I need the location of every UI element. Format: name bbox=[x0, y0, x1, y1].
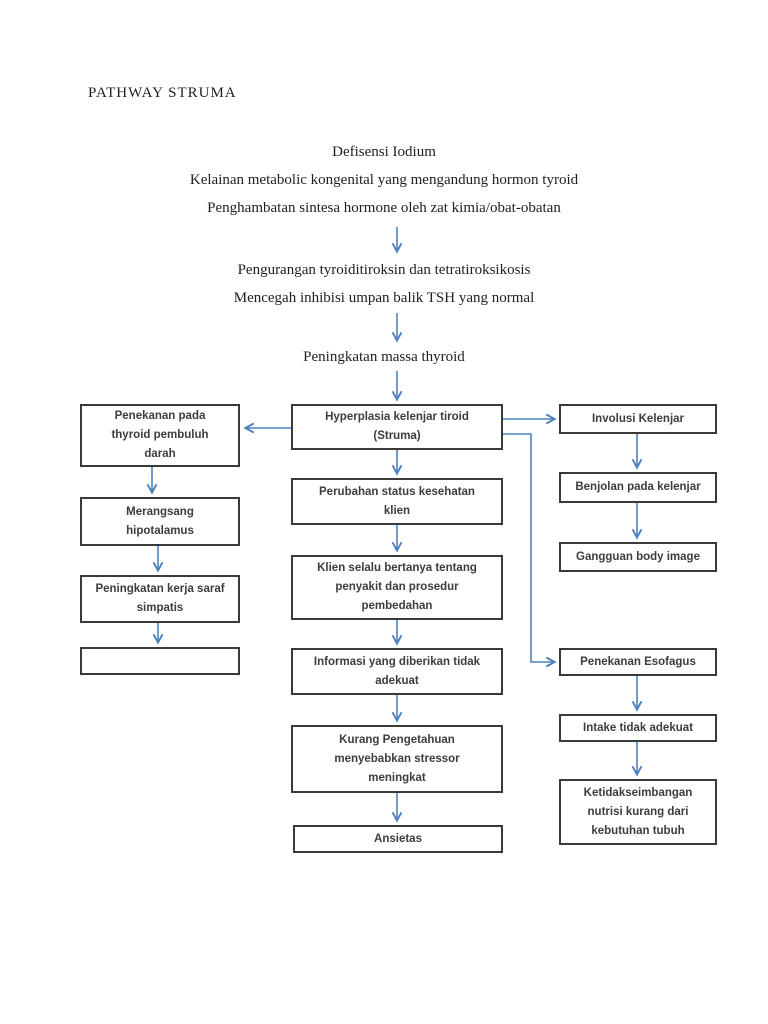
cascade-line-mencegah: Mencegah inhibisi umpan balik TSH yang n… bbox=[233, 290, 535, 306]
arrow-hyperplasia-to-esofagus bbox=[503, 433, 557, 668]
box-klien-bertanya: Klien selalu bertanya tentang penyakit d… bbox=[291, 555, 503, 620]
cascade-line-kelainan: Kelainan metabolic kongenital yang menga… bbox=[189, 172, 579, 188]
box-hyperplasia: Hyperplasia kelenjar tiroid (Struma) bbox=[291, 404, 503, 450]
box-involusi-kelenjar: Involusi Kelenjar bbox=[559, 404, 717, 434]
cascade-line-penghambatan: Penghambatan sintesa hormone oleh zat ki… bbox=[207, 200, 561, 216]
box-benjolan-kelenjar: Benjolan pada kelenjar bbox=[559, 472, 717, 503]
box-ketidakseimbangan-nutrisi: Ketidakseimbangan nutrisi kurang dari ke… bbox=[559, 779, 717, 845]
box-intake-tidak-adekuat: Intake tidak adekuat bbox=[559, 714, 717, 742]
box-penekanan-esofagus: Penekanan Esofagus bbox=[559, 648, 717, 676]
cascade-line-defisensi: Defisensi Iodium bbox=[332, 144, 436, 160]
box-empty bbox=[80, 647, 240, 675]
box-gangguan-body-image: Gangguan body image bbox=[559, 542, 717, 572]
box-penekanan-thyroid: Penekanan pada thyroid pembuluh darah bbox=[80, 404, 240, 467]
box-peningkatan-kerja-saraf: Peningkatan kerja saraf simpatis bbox=[80, 575, 240, 623]
box-informasi-tidak-adekuat: Informasi yang diberikan tidak adekuat bbox=[291, 648, 503, 695]
cascade-line-massa-thyroid: Peningkatan massa thyroid bbox=[303, 349, 465, 365]
cascade-line-pengurangan: Pengurangan tyroiditiroksin dan tetratir… bbox=[237, 262, 531, 278]
box-kurang-pengetahuan: Kurang Pengetahuan menyebabkan stressor … bbox=[291, 725, 503, 793]
page-title: PATHWAY STRUMA bbox=[88, 85, 237, 101]
box-ansietas: Ansietas bbox=[293, 825, 503, 853]
box-perubahan-status: Perubahan status kesehatan klien bbox=[291, 478, 503, 525]
box-merangsang-hipotalamus: Merangsang hipotalamus bbox=[80, 497, 240, 546]
